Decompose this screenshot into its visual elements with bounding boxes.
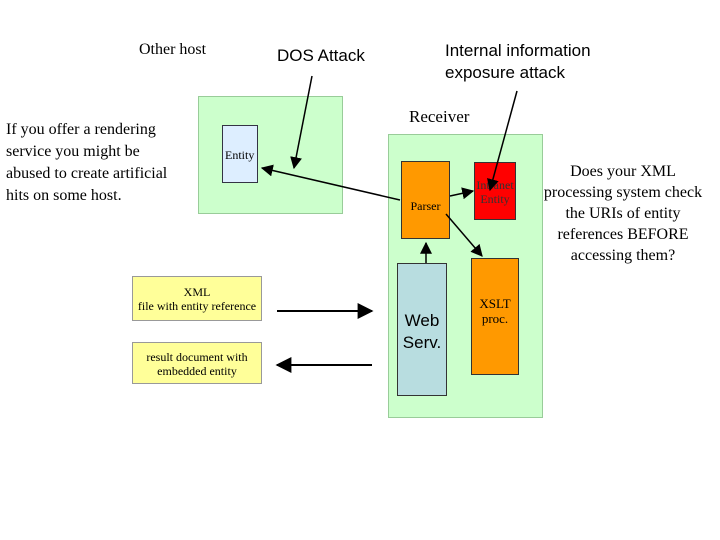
xslt-line2: proc. [481,311,509,326]
entity-box: Entity [222,125,258,183]
xml-line2: file with entity reference [137,299,257,313]
result-document-box: result document with embedded entity [132,342,262,384]
internal-exposure-label: Internal information exposure attack [445,40,591,84]
intranet-line2: Entity [480,192,510,206]
webserv-line2: Serv. [402,333,442,352]
xml-line1: XML [183,285,211,299]
internal-pointer-arrow [487,90,518,192]
result-line1: result document with [146,350,248,364]
xslt-processor-box: XSLT proc. [471,258,519,375]
internal-exposure-line1: Internal information [445,41,591,60]
right-note: Does your XML processing system check th… [543,163,703,264]
parser-to-xslt-arrow [445,213,483,257]
parser-to-intranet-arrow [449,187,475,200]
dos-attack-label: DOS Attack [277,46,365,65]
xml-file-box: XML file with entity reference [132,276,262,321]
dos-pointer-arrow [290,75,313,170]
parser-to-entity-arrow [260,164,401,201]
internal-exposure-line2: exposure attack [445,63,566,82]
result-line2: embedded entity [157,364,237,378]
receiver-label: Receiver [409,107,470,126]
left-note: If you offer a rendering service you mig… [6,121,168,204]
web-server-box: Web Serv. [397,263,447,396]
parser-box: Parser [401,161,450,239]
webserv-line1: Web [404,311,440,330]
xslt-line1: XSLT [479,296,511,311]
other-host-label: Other host [139,41,207,58]
